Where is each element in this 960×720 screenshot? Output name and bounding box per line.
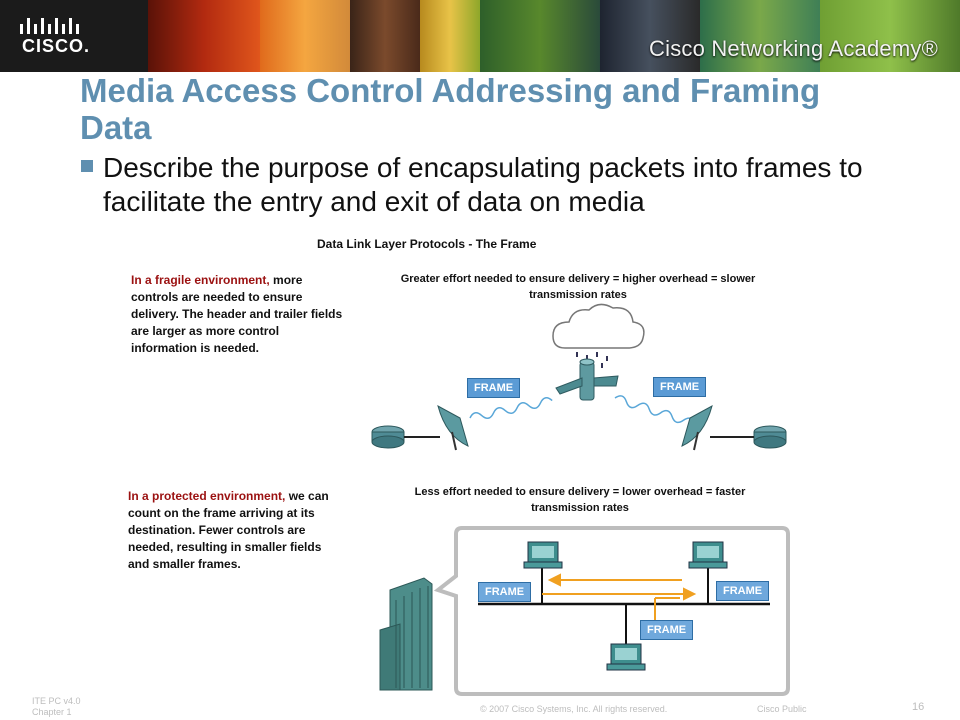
page-number: 16 xyxy=(912,701,925,713)
bullet-square-icon xyxy=(81,160,93,172)
workstation-bottom-icon xyxy=(606,643,646,671)
footer-chapter: Chapter 1 xyxy=(32,707,72,717)
frame-path-arrows xyxy=(542,573,697,620)
footer-course: ITE PC v4.0 xyxy=(32,696,81,706)
banner-photo xyxy=(480,0,600,72)
router-right-icon xyxy=(710,425,787,449)
frame-label-protected-bottom: FRAME xyxy=(640,620,694,640)
fragile-note: Greater effort needed to ensure delivery… xyxy=(400,273,756,301)
header-banner: CISCO. Cisco Networking Academy® xyxy=(0,0,960,72)
banner-photo xyxy=(350,0,420,72)
frame-label-fragile-left: FRAME xyxy=(467,378,521,398)
diagram-title: Data Link Layer Protocols - The Frame xyxy=(317,237,537,251)
frame-label-protected-left: FRAME xyxy=(478,582,532,602)
footer-classification: Cisco Public xyxy=(757,704,807,714)
slide-bullet: Describe the purpose of encapsulating pa… xyxy=(103,152,863,217)
fragile-lead: In a fragile environment, xyxy=(131,273,270,287)
fragile-network-diagram xyxy=(371,303,787,451)
banner-photo xyxy=(820,0,960,72)
signal-wave-right xyxy=(614,395,696,425)
relay-antenna-icon xyxy=(555,358,619,401)
protected-network-diagram xyxy=(379,526,790,696)
router-left-icon xyxy=(371,425,440,449)
fragile-body: more controls are needed to ensure deliv… xyxy=(131,273,343,355)
office-building-icon xyxy=(379,577,433,691)
footer-course-info: ITE PC v4.0 Chapter 1 xyxy=(32,696,81,718)
protected-note: Less effort needed to ensure delivery = … xyxy=(414,486,746,514)
signal-wave-left xyxy=(469,397,553,419)
satellite-dish-right-icon xyxy=(681,405,713,451)
protected-caption: In a protected environment, we can count… xyxy=(128,488,343,573)
protected-lead: In a protected environment, xyxy=(128,489,286,503)
workstation-left-icon xyxy=(523,541,563,569)
footer-copyright: © 2007 Cisco Systems, Inc. All rights re… xyxy=(480,704,668,714)
banner-photo xyxy=(700,0,820,72)
banner-photo xyxy=(600,0,700,72)
frame-label-fragile-right: FRAME xyxy=(653,377,707,397)
banner-photo xyxy=(148,0,260,72)
workstation-right-icon xyxy=(688,541,728,569)
fragile-caption: In a fragile environment, more controls … xyxy=(131,272,346,357)
satellite-dish-left-icon xyxy=(437,405,469,451)
banner-photo xyxy=(420,0,480,72)
storm-cloud-icon xyxy=(552,303,645,368)
cisco-wordmark: CISCO. xyxy=(22,36,91,56)
callout-panel xyxy=(433,526,790,696)
cisco-logo-icon xyxy=(20,18,79,34)
slide-title: Media Access Control Addressing and Fram… xyxy=(80,72,821,146)
frame-label-protected-right: FRAME xyxy=(716,581,770,601)
academy-wordmark: Cisco Networking Academy® xyxy=(649,36,938,61)
protected-body: we can count on the frame arriving at it… xyxy=(128,489,329,571)
banner-photo xyxy=(260,0,350,72)
